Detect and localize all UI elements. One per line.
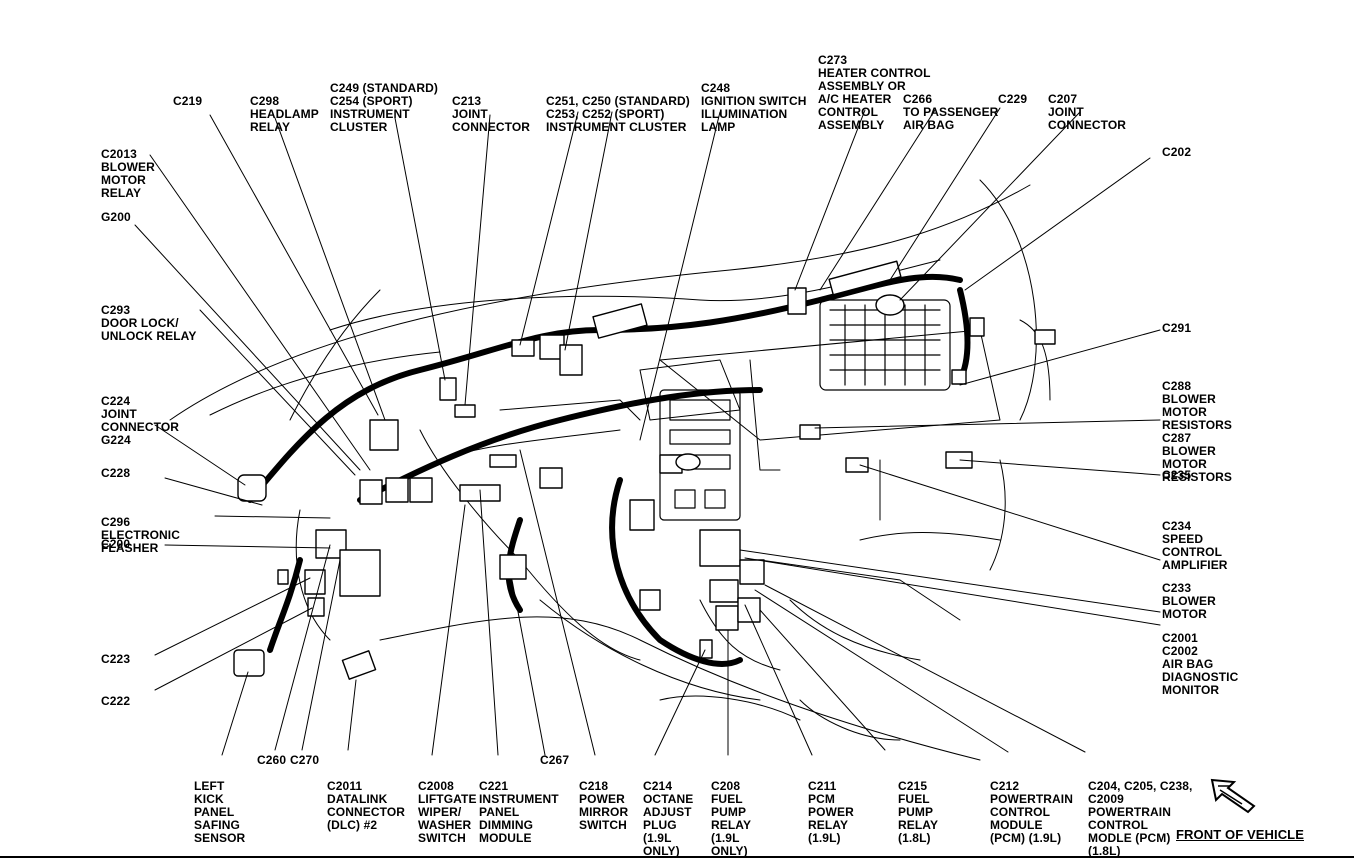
arrow-icon xyxy=(1210,778,1256,814)
connectors xyxy=(233,260,1056,680)
leader-lines xyxy=(134,107,1161,756)
label-c202: C202 xyxy=(1162,145,1192,159)
label-c235: C235 xyxy=(1162,468,1192,482)
label-c228: C228 xyxy=(101,466,131,480)
label-c270: C270 xyxy=(290,753,320,767)
label-c222: C222 xyxy=(101,694,131,708)
label-c223: C223 xyxy=(101,652,131,666)
front-of-vehicle-label: FRONT OF VEHICLE xyxy=(1176,827,1304,842)
label-g200: G200 xyxy=(101,210,131,224)
label-c260: C260 xyxy=(257,753,287,767)
label-c267: C267 xyxy=(540,753,570,767)
label-c251: C251, C250 (STANDARD)C253, C252 (SPORT)I… xyxy=(546,94,690,134)
label-c229: C229 xyxy=(998,92,1028,106)
bottom-divider xyxy=(0,856,1354,858)
label-c219: C219 xyxy=(173,94,203,108)
dashboard-outline xyxy=(169,179,1051,761)
center-stack xyxy=(659,299,951,521)
label-c291: C291 xyxy=(1162,321,1192,335)
label-c200: C200 xyxy=(101,537,131,551)
